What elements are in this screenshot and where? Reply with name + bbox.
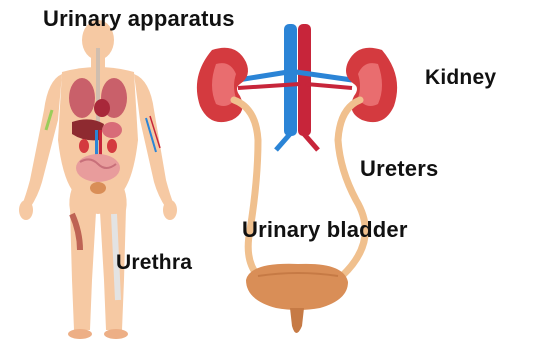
right-ureter <box>338 100 365 276</box>
body-intestines <box>76 154 120 182</box>
urinary-bladder <box>246 264 348 310</box>
bladder-label: Urinary bladder <box>242 219 408 241</box>
body-left-hand <box>19 200 33 220</box>
urethra-label: Urethra <box>116 252 192 273</box>
urethra <box>290 308 304 333</box>
diagram-title: Urinary apparatus <box>43 8 235 30</box>
body-right-foot <box>104 329 128 339</box>
kidney-label: Kidney <box>425 67 496 88</box>
left-iliac-vein <box>276 134 290 150</box>
body-heart <box>94 99 110 117</box>
left-ureter <box>234 100 258 276</box>
aorta <box>298 24 311 136</box>
body-mini-right-kidney <box>107 139 117 153</box>
vena-cava <box>284 24 297 136</box>
body-left-foot <box>68 329 92 339</box>
body-right-arm <box>134 74 174 208</box>
ureters-label: Ureters <box>360 158 438 180</box>
right-iliac-artery <box>304 134 318 150</box>
body-mini-left-kidney <box>79 139 89 153</box>
right-renal-artery <box>306 84 352 88</box>
body-stomach <box>102 122 122 138</box>
body-mini-bladder <box>90 182 106 194</box>
body-right-hand <box>163 200 177 220</box>
body-left-lung <box>69 78 95 118</box>
body-left-arm <box>22 74 62 208</box>
human-body-figure <box>19 20 177 339</box>
